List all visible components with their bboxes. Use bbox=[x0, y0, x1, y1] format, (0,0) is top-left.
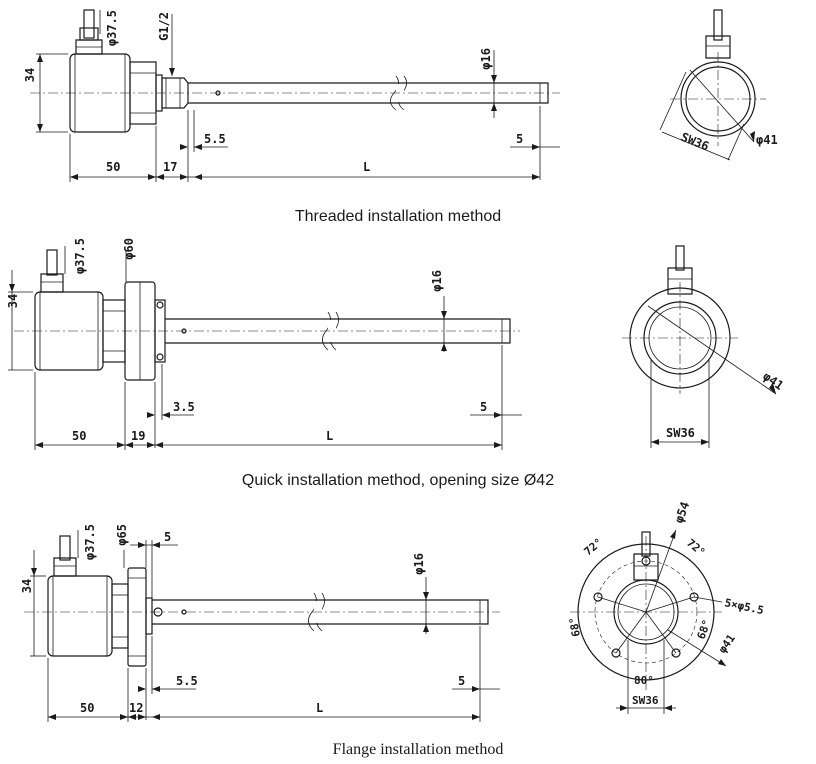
caption-threaded: Threaded installation method bbox=[295, 208, 501, 225]
threaded-dim-50: 50 bbox=[106, 160, 120, 174]
caption-flange: Flange installation method bbox=[333, 741, 504, 758]
flange-end-dim-sw36: SW36 bbox=[632, 694, 659, 707]
quick-dim-l: L bbox=[326, 429, 333, 443]
flange-dim-l: L bbox=[316, 701, 323, 715]
threaded-dim-g1-2: G1/2 bbox=[157, 12, 171, 41]
quick-dim-5: 5 bbox=[480, 400, 487, 414]
flange-end-angle-68-left: 68° bbox=[567, 616, 583, 638]
quick-dim-phi60: φ60 bbox=[122, 238, 136, 260]
flange-dim-phi16: φ16 bbox=[412, 553, 426, 575]
flange-end-angle-72-right: 72° bbox=[684, 536, 708, 559]
flange-dim-5-5: 5.5 bbox=[176, 674, 198, 688]
threaded-end-dim-sw36: SW36 bbox=[679, 130, 711, 154]
threaded-dim-l: L bbox=[363, 160, 370, 174]
flange-dim-phi37-5: φ37.5 bbox=[83, 524, 97, 560]
flange-side-view: 34 φ37.5 φ65 5 φ16 5.5 5 bbox=[20, 524, 500, 722]
flange-end-dim-phi54: φ54 bbox=[672, 500, 693, 525]
threaded-side-view: 34 φ37.5 G1/2 φ16 5.5 5 50 bbox=[23, 9, 560, 182]
threaded-dim-5-5: 5.5 bbox=[204, 132, 226, 146]
quick-end-view: φ41 SW36 bbox=[622, 245, 786, 448]
quick-side-view: 34 φ37.5 φ60 φ16 3.5 5 50 19 bbox=[6, 238, 522, 450]
threaded-dim-phi37-5: φ37.5 bbox=[105, 10, 119, 46]
flange-end-angle-72-left: 72° bbox=[582, 536, 606, 559]
threaded-dim-34: 34 bbox=[23, 68, 37, 82]
flange-end-angle-80: 80° bbox=[634, 674, 654, 687]
flange-dim-phi65: φ65 bbox=[115, 524, 129, 546]
threaded-dim-17: 17 bbox=[163, 160, 177, 174]
flange-dim-top5: 5 bbox=[164, 530, 171, 544]
quick-dim-19: 19 bbox=[131, 429, 145, 443]
quick-end-dim-phi41: φ41 bbox=[760, 369, 786, 393]
flange-dim-50: 50 bbox=[80, 701, 94, 715]
quick-end-dim-sw36: SW36 bbox=[666, 426, 695, 440]
quick-dim-50: 50 bbox=[72, 429, 86, 443]
threaded-dim-phi16: φ16 bbox=[479, 48, 493, 70]
quick-dim-3-5: 3.5 bbox=[173, 400, 195, 414]
caption-quick: Quick installation method, opening size … bbox=[242, 472, 554, 489]
threaded-end-dim-phi41: φ41 bbox=[756, 133, 778, 147]
flange-end-holes: 5×φ5.5 bbox=[723, 596, 765, 617]
threaded-dim-5: 5 bbox=[516, 132, 523, 146]
threaded-end-view: φ41 SW36 bbox=[659, 9, 778, 161]
quick-dim-phi37-5: φ37.5 bbox=[73, 238, 87, 274]
flange-dim-34: 34 bbox=[20, 579, 34, 593]
flange-dim-5: 5 bbox=[458, 674, 465, 688]
quick-dim-34: 34 bbox=[6, 294, 20, 308]
quick-dim-phi16: φ16 bbox=[430, 270, 444, 292]
flange-end-angle-68-right: 68° bbox=[695, 618, 714, 641]
flange-end-view: φ54 72° 72° 68° 68° 80° 5×φ5.5 φ41 SW36 bbox=[567, 500, 765, 714]
flange-dim-12: 12 bbox=[129, 701, 143, 715]
flange-end-dim-phi41: φ41 bbox=[716, 632, 738, 656]
